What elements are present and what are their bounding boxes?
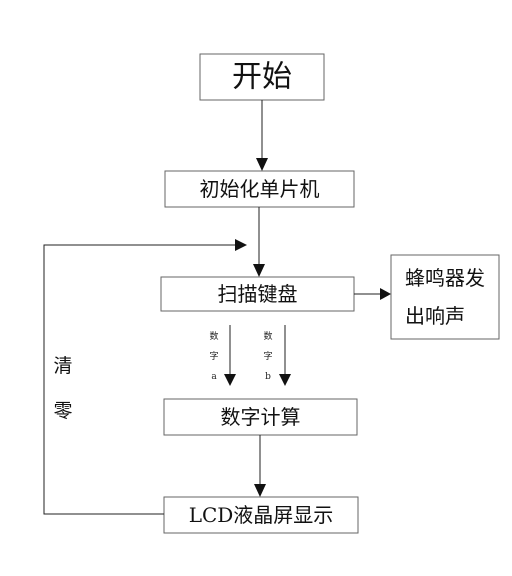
- scan-keyboard-label: 扫描键盘: [218, 282, 298, 306]
- arrow-init-to-scan: [253, 207, 265, 277]
- arrow-scan-to-buzzer: [354, 288, 391, 300]
- clear-char: 清: [53, 355, 72, 377]
- init-label: 初始化单片机: [200, 177, 320, 201]
- digit-a-label: 数 字 a: [209, 330, 218, 382]
- lcd-display-label: LCD液晶屏显示: [189, 503, 334, 527]
- arrow-clear-loop-back: [43, 239, 247, 515]
- init-box: 初始化单片机: [164, 170, 355, 208]
- start-box: 开始: [199, 53, 325, 101]
- digit-b-char: 数: [263, 330, 272, 342]
- digit-b-char: 字: [263, 350, 272, 362]
- digit-compute-label: 数字计算: [221, 405, 301, 429]
- buzzer-label-line2: 出响声: [405, 304, 465, 328]
- buzzer-box: 蜂鸣器发 出响声: [390, 254, 500, 340]
- buzzer-label-line1: 蜂鸣器发: [405, 266, 485, 290]
- digit-b-char: b: [265, 372, 271, 382]
- digit-b-label: 数 字 b: [263, 330, 272, 382]
- arrow-start-to-init: [256, 100, 268, 171]
- digit-compute-box: 数字计算: [163, 398, 358, 436]
- clear-label: 清 零: [53, 355, 72, 422]
- start-label: 开始: [232, 60, 292, 95]
- clear-char: 零: [53, 400, 72, 422]
- lcd-display-box: LCD液晶屏显示: [163, 496, 359, 534]
- scan-keyboard-box: 扫描键盘: [160, 276, 355, 312]
- digit-a-char: a: [211, 372, 217, 382]
- digit-a-char: 字: [209, 350, 218, 362]
- arrow-digit-b: [279, 325, 291, 386]
- arrow-compute-to-display: [254, 435, 266, 497]
- digit-a-char: 数: [209, 330, 218, 342]
- arrow-digit-a: [224, 325, 236, 386]
